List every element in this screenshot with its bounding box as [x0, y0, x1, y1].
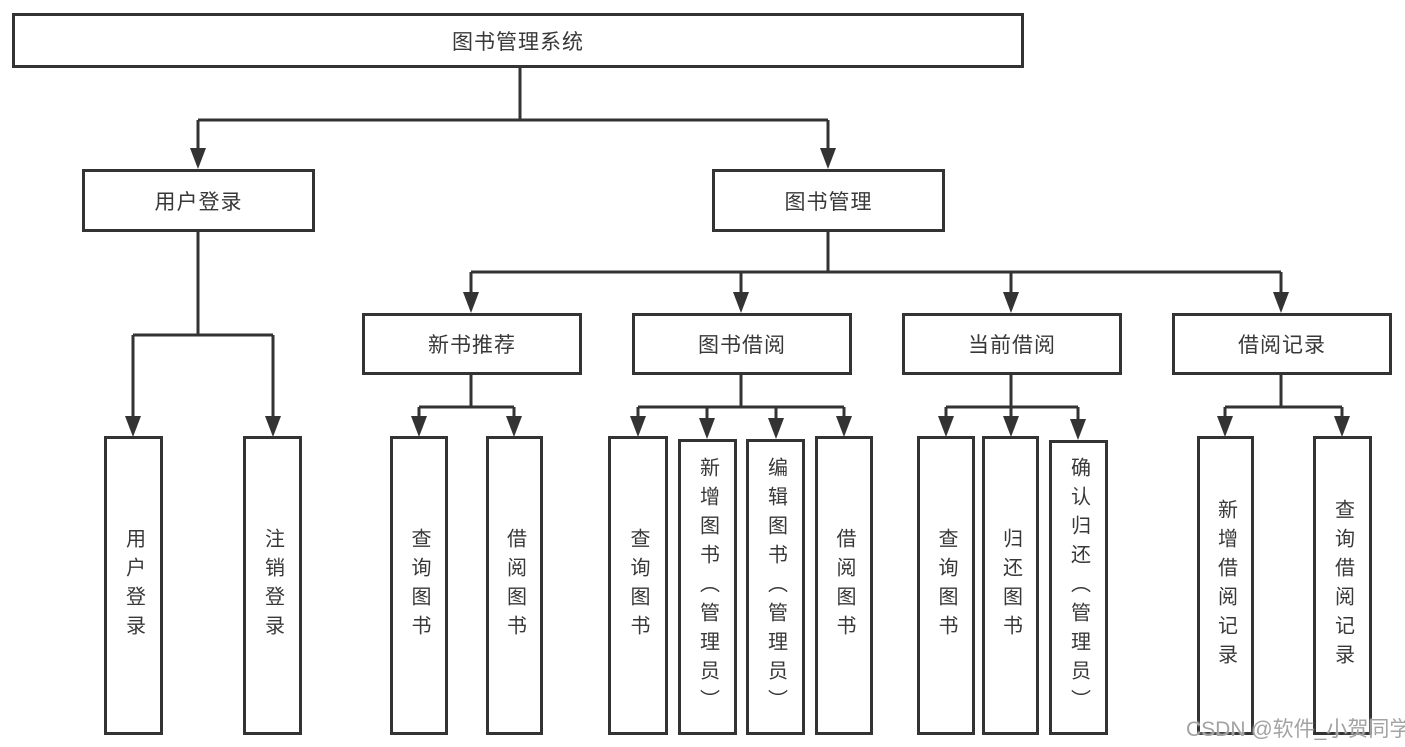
arrow-down-icon [768, 418, 784, 439]
node-label: 用户登录 [122, 527, 145, 644]
leaf-query-books-recommend: 查询图书 [390, 436, 448, 735]
arrow-down-icon [265, 416, 281, 437]
leaf-borrow-books-recommend: 借阅图书 [486, 436, 543, 735]
node-label: 借阅图书 [833, 527, 855, 644]
connector-user-login-to-leaves [131, 232, 275, 422]
node-label: 图书管理 [784, 190, 873, 214]
node-label: 查询借阅记录 [1331, 498, 1354, 673]
node-current-borrow: 当前借阅 [902, 313, 1122, 375]
arrow-down-icon [938, 416, 954, 437]
arrow-down-icon [463, 292, 479, 313]
node-label: 当前借阅 [968, 334, 1056, 357]
node-label: 查询图书 [408, 527, 430, 644]
arrow-down-icon [1070, 419, 1086, 440]
node-label: 查询图书 [627, 527, 649, 644]
leaf-logout: 注销登录 [243, 436, 302, 735]
arrow-down-icon [506, 416, 522, 437]
node-label: 归还图书 [999, 527, 1022, 644]
node-label: 新书推荐 [428, 334, 516, 357]
node-label: 新增图书（管理员） [696, 456, 719, 718]
node-label: 借阅图书 [503, 527, 526, 644]
node-label: 确认归还（管理员） [1067, 457, 1090, 718]
node-new-book-recommend: 新书推荐 [362, 313, 582, 375]
arrow-down-icon [630, 416, 646, 437]
leaf-edit-books-admin: 编辑图书（管理员） [746, 439, 805, 735]
leaf-borrow-books-borrow: 借阅图书 [815, 436, 873, 735]
arrow-down-icon [1003, 292, 1019, 313]
leaf-query-borrow-record: 查询借阅记录 [1313, 436, 1372, 735]
leaf-user-login: 用户登录 [104, 436, 163, 735]
node-label: 新增借阅记录 [1214, 498, 1237, 673]
leaf-confirm-return-admin: 确认归还（管理员） [1049, 440, 1108, 735]
leaf-add-books-admin: 新增图书（管理员） [678, 439, 737, 735]
watermark: CSDN @软件_小贺同学 [1186, 718, 1405, 741]
node-label: 图书管理系统 [452, 30, 584, 54]
node-label: 借阅记录 [1238, 334, 1326, 357]
connector-current-borrow-to-leaves [944, 375, 1080, 422]
leaf-query-books-borrow: 查询图书 [608, 436, 668, 735]
arrow-down-icon [411, 416, 427, 437]
arrow-down-icon [1217, 416, 1233, 437]
connector-borrow-records-to-leaves [1223, 375, 1344, 422]
node-label: 注销登录 [261, 527, 284, 644]
arrow-down-icon [699, 418, 715, 439]
node-label: 用户登录 [154, 190, 243, 214]
leaf-return-books: 归还图书 [982, 436, 1039, 735]
leaf-add-borrow-record: 新增借阅记录 [1197, 436, 1254, 735]
connector-book-borrow-to-leaves [636, 375, 846, 422]
arrow-down-icon [1334, 416, 1350, 437]
connector-book-management-to-level3 [469, 232, 1283, 298]
arrow-down-icon [190, 148, 206, 169]
arrow-down-icon [125, 416, 141, 437]
node-label: 图书借阅 [698, 334, 786, 357]
arrow-down-icon [1003, 416, 1019, 437]
node-book-management: 图书管理 [712, 169, 945, 232]
node-borrow-records: 借阅记录 [1172, 313, 1392, 375]
node-root: 图书管理系统 [12, 13, 1024, 68]
node-book-borrow: 图书借阅 [632, 313, 852, 375]
arrow-down-icon [733, 292, 749, 313]
arrow-down-icon [820, 148, 836, 169]
arrow-down-icon [1273, 292, 1289, 313]
connector-new-book-recommend-to-leaves [417, 375, 516, 422]
arrow-down-icon [836, 416, 852, 437]
node-label: 查询图书 [935, 527, 957, 644]
leaf-query-books-current: 查询图书 [917, 436, 975, 735]
node-label: 编辑图书（管理员） [764, 456, 787, 718]
node-user-login: 用户登录 [82, 169, 315, 232]
connector-root-to-level2 [196, 68, 830, 152]
